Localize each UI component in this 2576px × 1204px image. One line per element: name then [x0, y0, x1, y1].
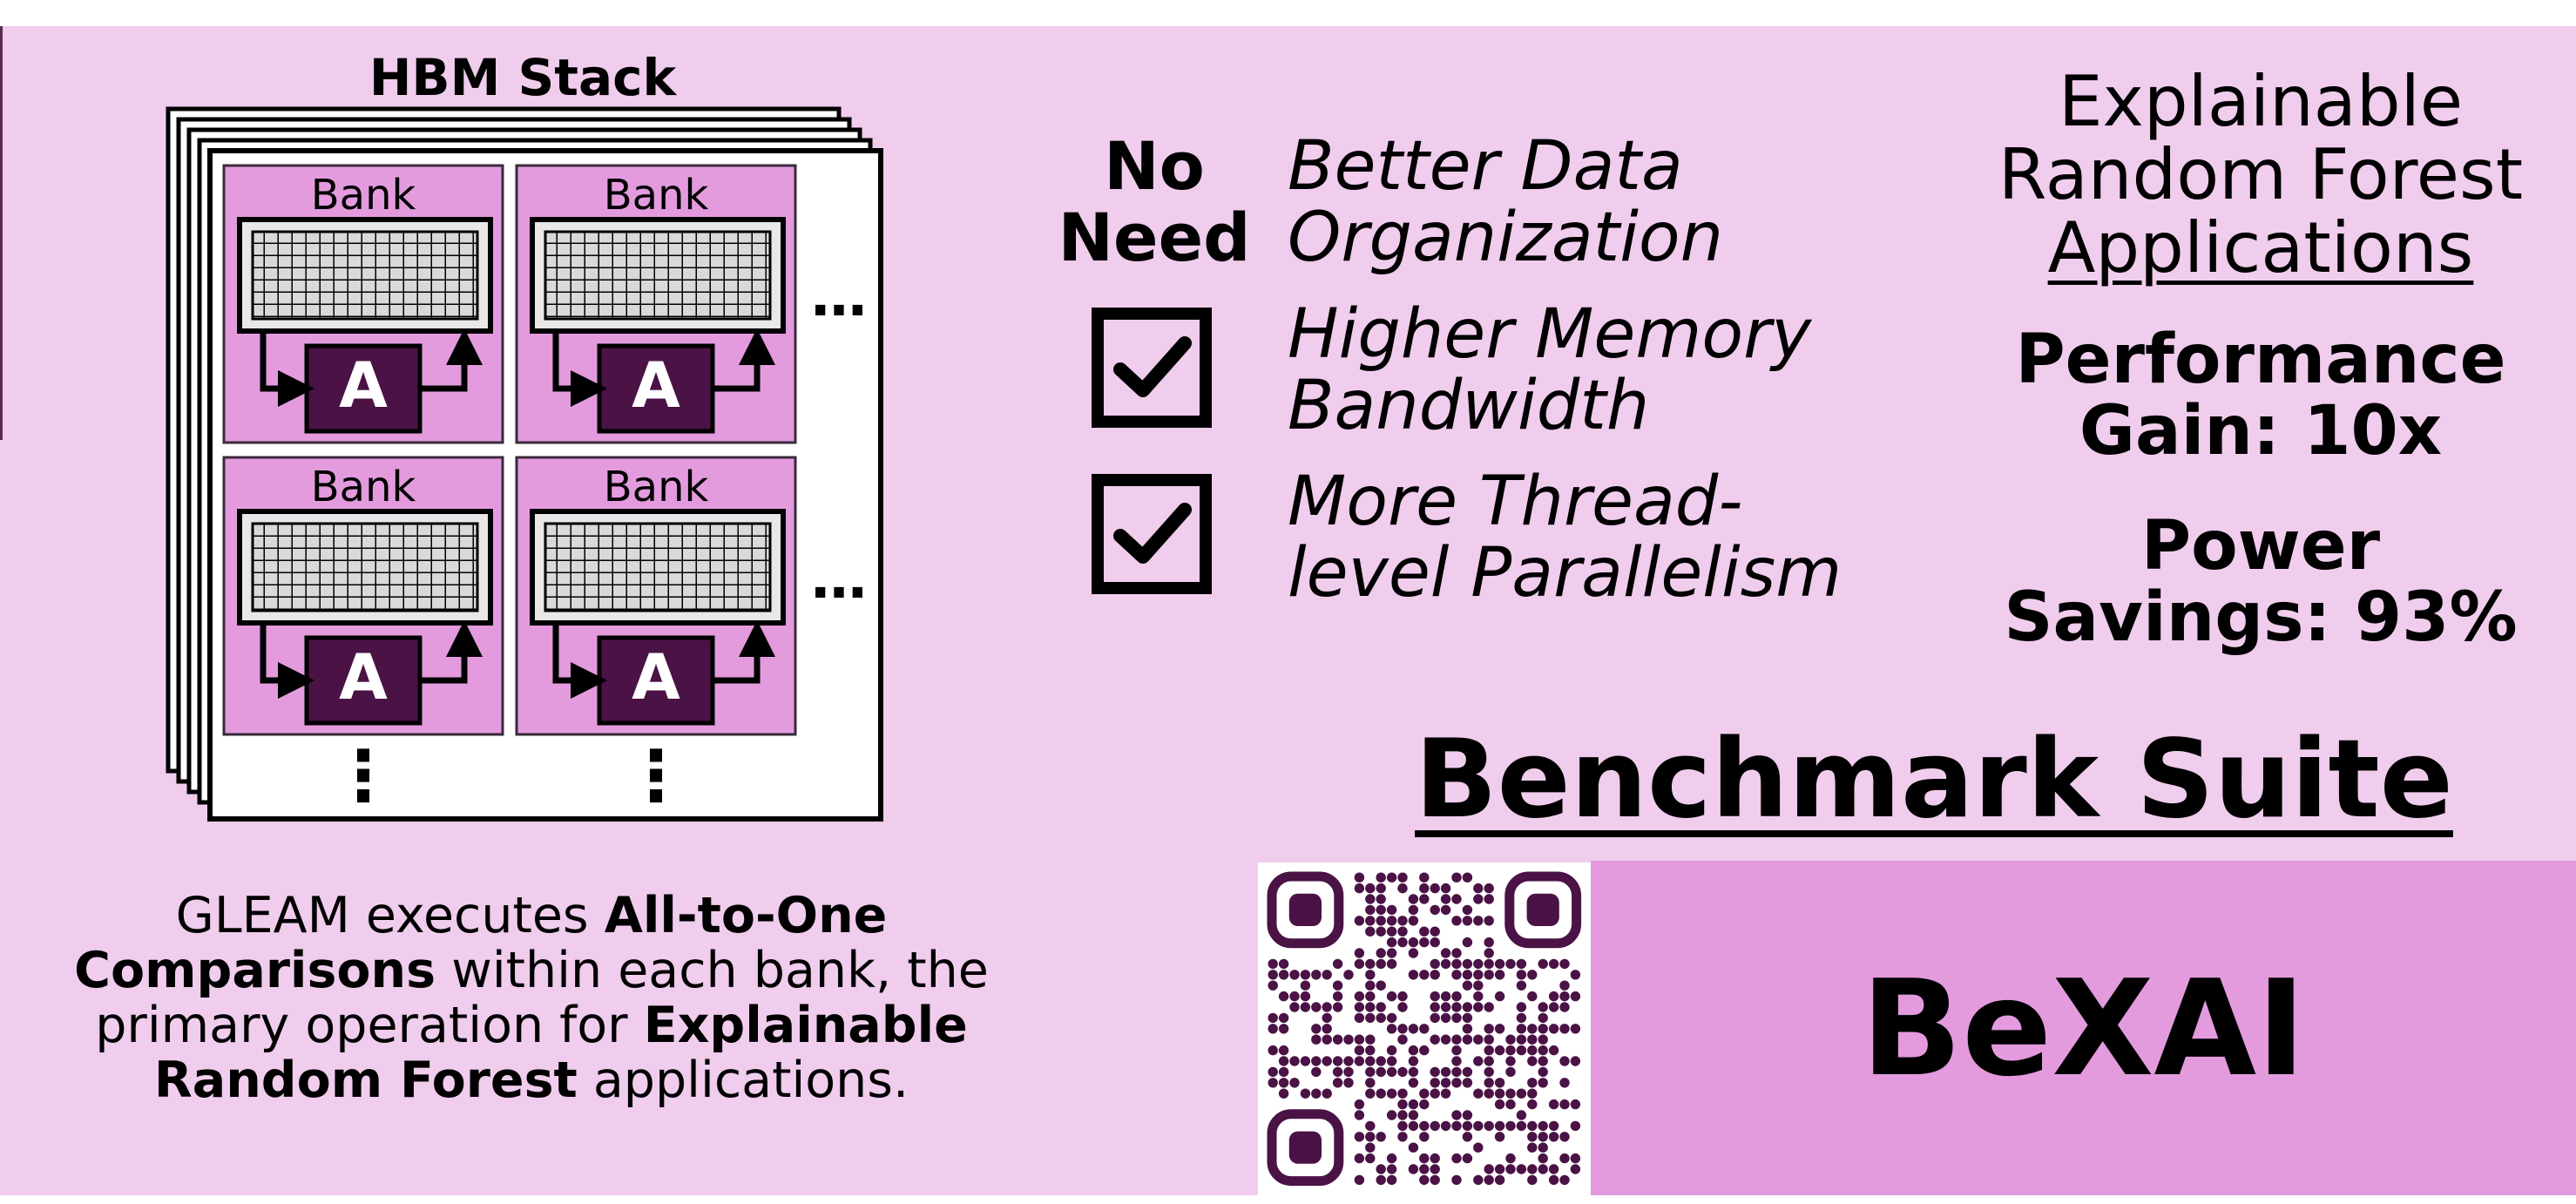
- apps-line1: Explainable: [2058, 61, 2464, 142]
- accelerator-label: A: [339, 348, 388, 422]
- apps-line3: Applications: [2047, 207, 2474, 288]
- description-part3: applications.: [577, 1052, 909, 1109]
- benefit-3-line1: More Thread-: [1288, 463, 1743, 541]
- accelerator-box: [304, 343, 423, 434]
- accelerator-label: A: [632, 348, 680, 422]
- ellipsis-right-top: …: [811, 265, 867, 329]
- hbm-stack-title: HBM Stack: [368, 48, 677, 107]
- arrow-out: [420, 328, 483, 392]
- ellipsis-down-right: ⋮: [621, 735, 691, 816]
- arrow-out: [420, 620, 483, 684]
- accelerator-label: A: [632, 640, 680, 714]
- bank-label: Bank: [311, 171, 416, 220]
- power-savings: Power Savings: 93%: [1943, 511, 2576, 653]
- accelerator-label: A: [339, 640, 388, 714]
- description-bold1: All-to-One Comparisons: [74, 887, 888, 999]
- applications-heading: Explainable Random Forest Applications: [1960, 65, 2561, 285]
- apps-line2: Random Forest: [1998, 134, 2524, 215]
- bank-label: Bank: [604, 463, 709, 511]
- bank-label: Bank: [311, 463, 416, 511]
- description-part1: GLEAM executes: [175, 887, 605, 944]
- ellipsis-right-bottom: …: [811, 547, 867, 612]
- check-icon: [1092, 308, 1212, 428]
- benefit-1: Better Data Organization: [1288, 131, 1723, 274]
- benchmark-name: BeXAI: [1861, 950, 2306, 1106]
- arrow-in: [260, 331, 314, 407]
- accelerator-box: [597, 635, 715, 726]
- arrow-out: [713, 328, 775, 392]
- bank-4: Bank A: [515, 456, 797, 736]
- description-text: GLEAM executes All-to-One Comparisons wi…: [35, 889, 1028, 1108]
- bank-1: Bank A: [222, 164, 504, 444]
- benefit-2-line1: Higher Memory: [1288, 295, 1812, 374]
- benefit-1-line1: Better Data: [1288, 127, 1683, 206]
- description-part2: within each bank, the primary operation …: [95, 942, 989, 1054]
- benefit-2: Higher Memory Bandwidth: [1288, 299, 1811, 442]
- arrow-out: [713, 620, 775, 684]
- qr-code-image: [1267, 871, 1582, 1187]
- power-line2: Savings: 93%: [2004, 578, 2518, 657]
- check-icon: [1092, 474, 1212, 594]
- perf-line2: Gain: 10x: [2079, 392, 2443, 470]
- bank-3: Bank A: [222, 456, 504, 736]
- ellipsis-down-left: ⋮: [328, 735, 398, 816]
- benefit-3-line2: level Parallelism: [1288, 534, 1842, 612]
- benefit-2-line2: Bandwidth: [1288, 367, 1650, 445]
- bank-2: Bank A: [515, 164, 797, 444]
- arrow-in: [552, 623, 607, 699]
- arrow-in: [552, 331, 607, 407]
- benchmark-suite-title: Benchmark Suite: [1415, 717, 2453, 842]
- bank-label: Bank: [604, 171, 709, 220]
- benchmark-name-box: BeXAI: [1591, 861, 2576, 1195]
- left-edge-bar: [0, 26, 3, 440]
- no-need-label: No Need: [1058, 127, 1251, 276]
- benefit-1-line2: Organization: [1288, 199, 1724, 277]
- benefit-3: More Thread- level Parallelism: [1288, 466, 1842, 609]
- arrow-in: [260, 623, 314, 699]
- accelerator-box: [597, 343, 715, 434]
- hbm-stack-diagram: Bank A Bank A Bank A Bank A: [166, 106, 883, 822]
- performance-gain: Performance Gain: 10x: [1943, 324, 2576, 467]
- description-bold2: Explainable Random Forest: [153, 997, 968, 1109]
- perf-line1: Performance: [2015, 321, 2506, 399]
- qr-code[interactable]: [1258, 862, 1591, 1195]
- power-line1: Power: [2140, 507, 2381, 585]
